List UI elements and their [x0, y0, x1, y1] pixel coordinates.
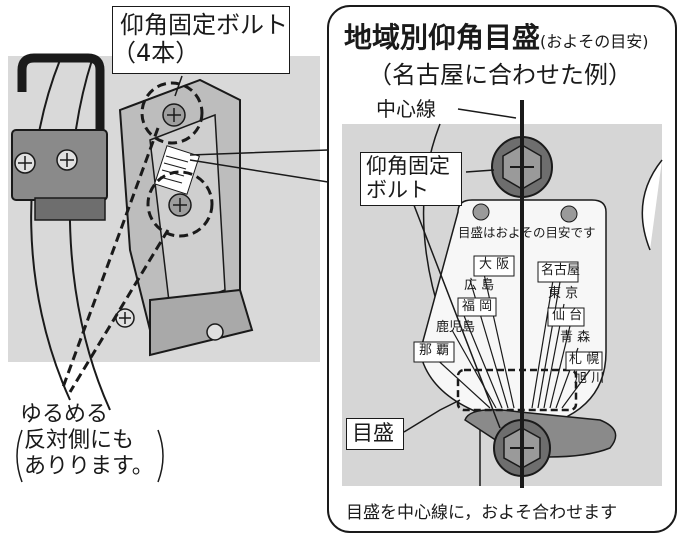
city-tokyo: 東 京 [548, 286, 579, 301]
screw-icon [56, 149, 78, 171]
bolt-highlight-lower [146, 170, 214, 238]
screw-icon [14, 152, 36, 174]
elevation-bolt-upper [162, 103, 186, 127]
panel-title: 地域別仰角目盛(およその目安) [344, 21, 649, 54]
city-hiroshima: 広 島 [464, 278, 495, 293]
loosen-label: ゆるめる [20, 402, 109, 427]
city-asahikawa: 旭 川 [574, 371, 605, 386]
panel-bolt-label-box [360, 152, 462, 206]
city-naha: 那 覇 [419, 343, 450, 358]
panel-title-note: (およその目安) [540, 32, 649, 51]
center-line-label: 中心線 [376, 97, 436, 121]
loosen-note-line1: 反対側にも [24, 428, 135, 453]
screw-icon [206, 323, 224, 341]
elevation-bolt-lower [168, 193, 192, 217]
panel-bolt-label-line2: ボルト [366, 178, 429, 202]
lower-arm [149, 288, 254, 357]
loosen-leader-line [60, 127, 160, 391]
zoom-connector [189, 149, 329, 183]
dish-back-curve [30, 59, 71, 401]
panel-footer: 目盛を中心線に，およそ合わせます [346, 503, 618, 523]
bolt-callout-line1: 仰角固定ボルト [120, 11, 288, 39]
bolt-highlight-upper [140, 81, 204, 145]
city-aomori: 青 森 [560, 330, 591, 345]
city-osaka: 大 阪 [479, 257, 510, 272]
bolt-callout-line2: （4本） [112, 39, 200, 67]
panel-bolt-label-line1: 仰角固定 [366, 154, 450, 178]
bolt-callout-box [112, 6, 290, 74]
elevation-scale-strip [154, 145, 200, 195]
panel-subtitle: （名古屋に合わせた例） [368, 61, 632, 89]
panel-title-main: 地域別仰角目盛 [344, 21, 541, 54]
city-kagoshima: 鹿児島 [436, 320, 476, 335]
scale-label-box [346, 418, 404, 450]
scale-label: 目盛 [352, 421, 394, 445]
scale-plate [419, 199, 607, 421]
city-fukuoka: 福 岡 [462, 299, 493, 314]
city-sapporo: 札 幌 [569, 352, 600, 367]
city-sendai: 仙 台 [552, 308, 583, 323]
loosen-note-line2: ありります。 [24, 454, 154, 479]
scale-tick-highlight [456, 368, 578, 412]
lnb-holder-handle [17, 53, 105, 135]
city-nagoya: 名古屋 [541, 263, 581, 278]
plate-heading: 目盛はおよその目安です [458, 225, 596, 240]
